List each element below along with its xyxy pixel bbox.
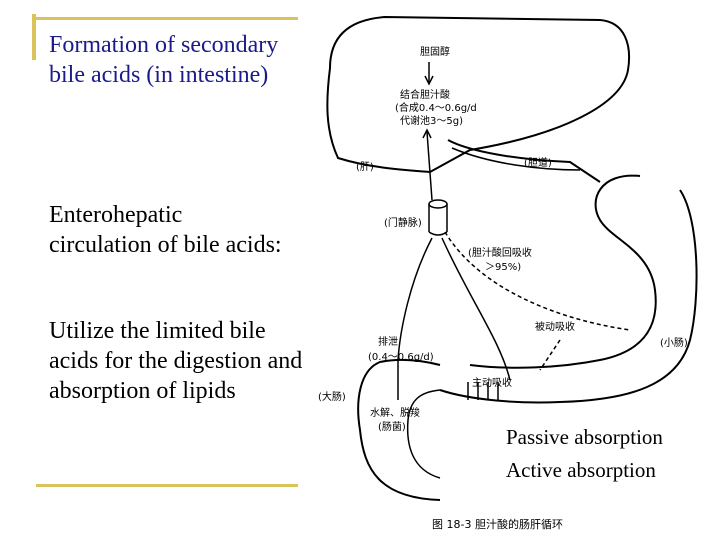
bile-duct: [447, 139, 601, 183]
arrow-cholesterol-head: [424, 75, 434, 86]
stomach-outline: [469, 174, 657, 369]
label-hydrolysis: 水解、脱羧: [370, 406, 420, 419]
passive-absorption-line: [444, 231, 631, 331]
label-passive-absorption: Passive absorption: [506, 425, 663, 449]
large-intestine-outline: [357, 358, 441, 501]
portal-vein-bottom: [428, 231, 448, 236]
label-reabsorb-percent: ＞95%): [485, 262, 521, 273]
label-active-cn: 主动吸收: [472, 376, 512, 389]
label-portal-vein: (门静脉): [384, 216, 422, 229]
label-conjugated: 结合胆汁酸: [400, 88, 450, 101]
large-intestine-inner: [406, 389, 441, 479]
accent-bar-vertical: [32, 14, 36, 60]
label-small-intestine: (小肠): [660, 337, 688, 349]
label-synthesis: (合成0.4～0.6g/d: [395, 101, 477, 114]
label-excrete-amount: (0.4～0.6g/d): [368, 352, 434, 363]
figure-caption: 图 18-3 胆汁酸的肠肝循环: [432, 517, 563, 531]
slide-title: Formation of secondary bile acids (in in…: [49, 32, 279, 88]
accent-line-top: [36, 17, 298, 20]
label-cholesterol: 胆固醇: [420, 45, 450, 58]
label-bacteria: (肠菌): [378, 421, 406, 433]
label-liver: (肝): [356, 161, 374, 173]
label-large-intestine: (大肠): [318, 390, 346, 403]
arrow-portal-to-liver: [426, 131, 433, 201]
portal-vein-top: [428, 199, 448, 209]
bile-duct-inner: [451, 147, 581, 171]
passive-absorption-line-2: [539, 339, 561, 371]
liver-outline: [326, 15, 630, 174]
return-line-right: [441, 237, 511, 381]
label-active-absorption: Active absorption: [506, 458, 656, 482]
label-excrete: 排泄: [378, 335, 398, 348]
slide-subtitle: Enterohepatic circulation of bile acids:: [49, 202, 282, 258]
return-line-left: [397, 237, 433, 361]
label-pool: 代谢池3～5g): [400, 114, 463, 127]
label-bile-duct: (胆道): [524, 156, 552, 169]
label-reabsorb: (胆汁酸回吸收: [468, 246, 532, 259]
small-intestine-upper: [439, 189, 698, 404]
slide-body: Utilize the limited bile acids for the d…: [49, 318, 303, 404]
accent-line-bottom: [36, 484, 298, 487]
arrow-portal-to-liver-head: [422, 128, 432, 139]
label-passive-cn: 被动吸收: [535, 320, 575, 333]
